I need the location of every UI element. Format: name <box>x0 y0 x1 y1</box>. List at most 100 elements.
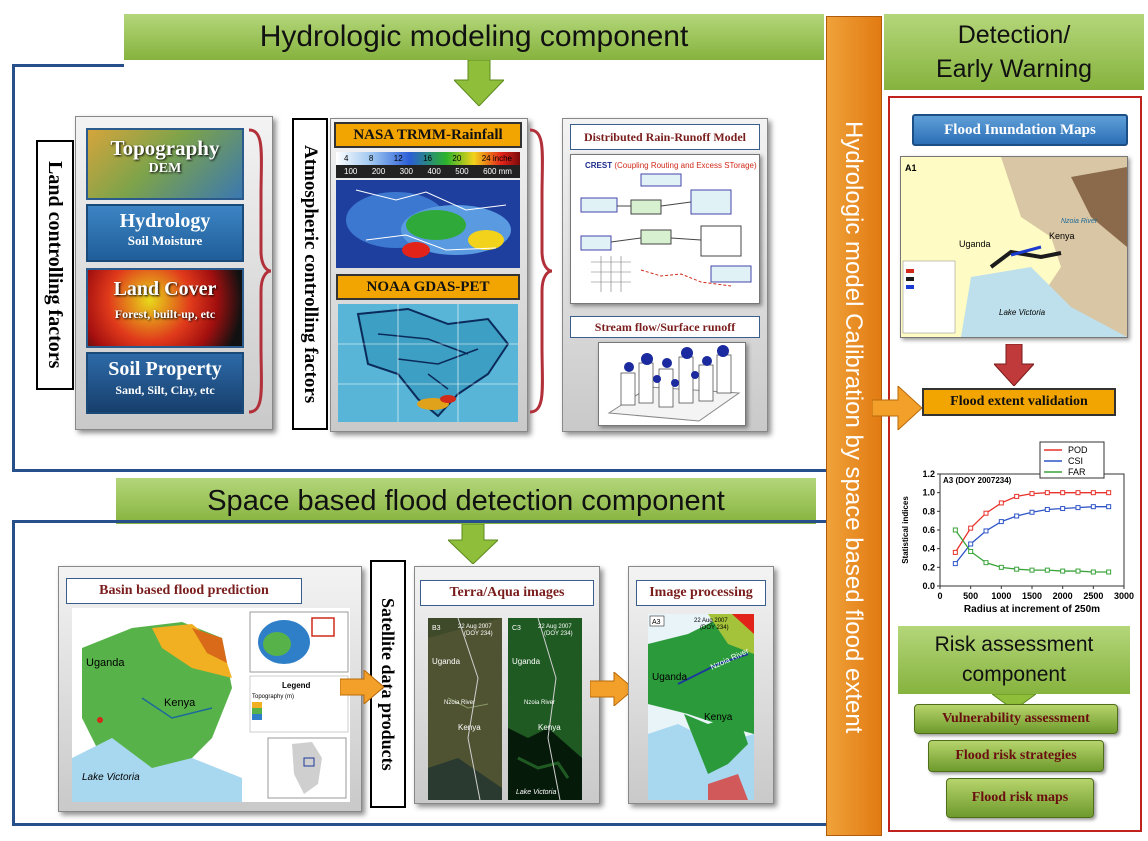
b3-doy: (DOY 234) <box>464 631 493 637</box>
scale-bottom-3: 400 <box>427 167 441 176</box>
topography-title: Topography <box>110 136 220 160</box>
point-far-4 <box>1014 566 1020 572</box>
point-far-0 <box>952 527 958 533</box>
point-csi-2 <box>983 528 989 534</box>
point-far-8 <box>1075 568 1081 574</box>
legend-label-pod: POD <box>1068 445 1088 455</box>
inundation-lake: Lake Victoria <box>999 308 1046 317</box>
chart-title: A3 (DOY 2007234) <box>943 476 1012 485</box>
x-tick-label-1: 500 <box>963 591 978 601</box>
calibration-text: Hydrologic model Calibration by space ba… <box>840 120 867 734</box>
point-pod-9 <box>1090 490 1096 496</box>
imgproc-date: 22 Aug 2007 <box>694 618 728 624</box>
y-tick-label-3: 0.6 <box>922 525 935 535</box>
red-down-arrow-icon <box>992 343 1036 387</box>
chart-ylabel: Statistical indices <box>901 496 910 564</box>
land-cover-title: Land Cover <box>113 278 217 300</box>
scale-top-5: 24 inche <box>481 154 512 163</box>
basin-lake-label: Lake Victoria <box>82 772 140 783</box>
hydrology-title: Hydrology <box>119 210 211 232</box>
basin-uganda-label: Uganda <box>86 657 125 669</box>
hydrology-tile: Hydrology Soil Moisture <box>86 204 244 262</box>
topography-sub: DEM <box>148 161 182 176</box>
c3-nzoia: Nzoia River <box>524 700 555 706</box>
land-cover-sub: Forest, built-up, etc <box>114 307 216 321</box>
x-tick-label-3: 1500 <box>1022 591 1042 601</box>
trmm-rainfall-label: NASA TRMM-Rainfall <box>334 122 522 148</box>
chart-xlabel: Radius at increment of 250m <box>964 604 1100 615</box>
soil-property-title: Soil Property <box>108 358 222 380</box>
crest-flow-graphic <box>580 173 752 292</box>
x-tick-label-0: 0 <box>937 591 942 601</box>
crest-heading: CREST (Coupling Routing and Excess STora… <box>571 155 759 170</box>
trmm-rainfall-map <box>336 180 520 268</box>
point-far-2 <box>983 560 989 566</box>
c3-tag: C3 <box>512 625 521 632</box>
x-tick-label-5: 2500 <box>1083 591 1103 601</box>
point-csi-3 <box>998 519 1004 525</box>
inundation-nzoia: Nzoia River <box>1061 218 1098 225</box>
point-csi-1 <box>968 541 974 547</box>
x-tick-label-4: 2000 <box>1053 591 1073 601</box>
legend-label-csi: CSI <box>1068 456 1083 466</box>
topography-tile: Topography DEM <box>86 128 244 200</box>
land-brace-icon <box>247 126 273 416</box>
land-controlling-factors-label: Land controlling factors <box>36 140 74 390</box>
y-tick-label-2: 0.4 <box>922 544 935 554</box>
terra-aqua-title: Terra/Aqua images <box>420 580 594 606</box>
vulnerability-assessment-button[interactable]: Vulnerability assessment <box>914 704 1118 734</box>
imgproc-doy: (DOY 234) <box>700 625 729 631</box>
stream-flow-title: Stream flow/Surface runoff <box>570 316 760 338</box>
c3-kenya: Kenya <box>538 723 561 732</box>
b3-date: 22 Aug 2007 <box>458 624 492 630</box>
right-arrow-icon <box>339 668 385 706</box>
point-pod-10 <box>1106 490 1112 496</box>
point-csi-5 <box>1029 509 1035 515</box>
point-pod-2 <box>983 510 989 516</box>
c3-uganda: Uganda <box>512 657 541 666</box>
y-tick-label-5: 1.0 <box>922 488 935 498</box>
hydrologic-modeling-title: Hydrologic modeling component <box>259 20 689 53</box>
panel-top-edge-left <box>12 64 124 67</box>
point-far-10 <box>1106 569 1112 575</box>
detection-line2: Early Warning <box>935 55 1093 83</box>
point-pod-4 <box>1014 493 1020 499</box>
crest-prefix: CREST <box>585 161 613 170</box>
x-tick-label-2: 1000 <box>991 591 1011 601</box>
stream-flow-3d-plot <box>598 342 746 426</box>
c3-lake: Lake Victoria <box>516 789 556 796</box>
point-csi-4 <box>1014 513 1020 519</box>
flood-risk-maps-button[interactable]: Flood risk maps <box>946 778 1094 818</box>
image-processing-title: Image processing <box>636 580 766 606</box>
rain-runoff-model-title: Distributed Rain-Runoff Model <box>570 124 760 150</box>
terra-c3-image: C3 22 Aug 2007 (DOY 234) Uganda Nzoia Ri… <box>508 617 582 801</box>
flood-risk-strategies-button[interactable]: Flood risk strategies <box>928 740 1104 772</box>
inundation-a1: A1 <box>905 163 917 173</box>
risk-title-line2: component <box>962 663 1066 686</box>
right-panel-frame <box>888 96 1142 832</box>
soil-property-sub: Sand, Silt, Clay, etc <box>115 383 215 397</box>
point-csi-0 <box>952 561 958 567</box>
risk-assessment-banner: Risk assessment component <box>898 626 1130 694</box>
y-tick-label-1: 0.2 <box>922 562 935 572</box>
terra-b3-image: B3 22 Aug 2007 (DOY 234) Uganda Nzoia Ri… <box>428 617 502 801</box>
point-far-3 <box>998 564 1004 570</box>
scale-top-3: 16 <box>423 154 432 163</box>
b3-uganda: Uganda <box>432 657 461 666</box>
scale-bottom-4: 500 <box>455 167 469 176</box>
hydrology-sub: Soil Moisture <box>127 233 203 248</box>
satellite-data-products-label: Satellite data products <box>370 560 406 808</box>
hydrologic-modeling-banner: Hydrologic modeling component <box>124 14 824 60</box>
trmm-scale: 4 8 12 16 20 24 inche 100 200 300 400 50… <box>336 152 520 178</box>
risk-down-arrow-icon <box>990 693 1038 711</box>
land-cover-tile: Land Cover Forest, built-up, etc <box>86 268 244 348</box>
point-csi-7 <box>1060 506 1066 512</box>
point-far-6 <box>1044 567 1050 573</box>
crest-diagram: CREST (Coupling Routing and Excess STora… <box>570 154 760 304</box>
point-csi-10 <box>1106 504 1112 510</box>
point-pod-5 <box>1029 491 1035 497</box>
atmospheric-brace-icon <box>528 126 554 416</box>
basin-map: Uganda Kenya Lake Victoria Legend Topogr… <box>72 608 350 802</box>
scale-bottom-1: 200 <box>371 167 386 176</box>
